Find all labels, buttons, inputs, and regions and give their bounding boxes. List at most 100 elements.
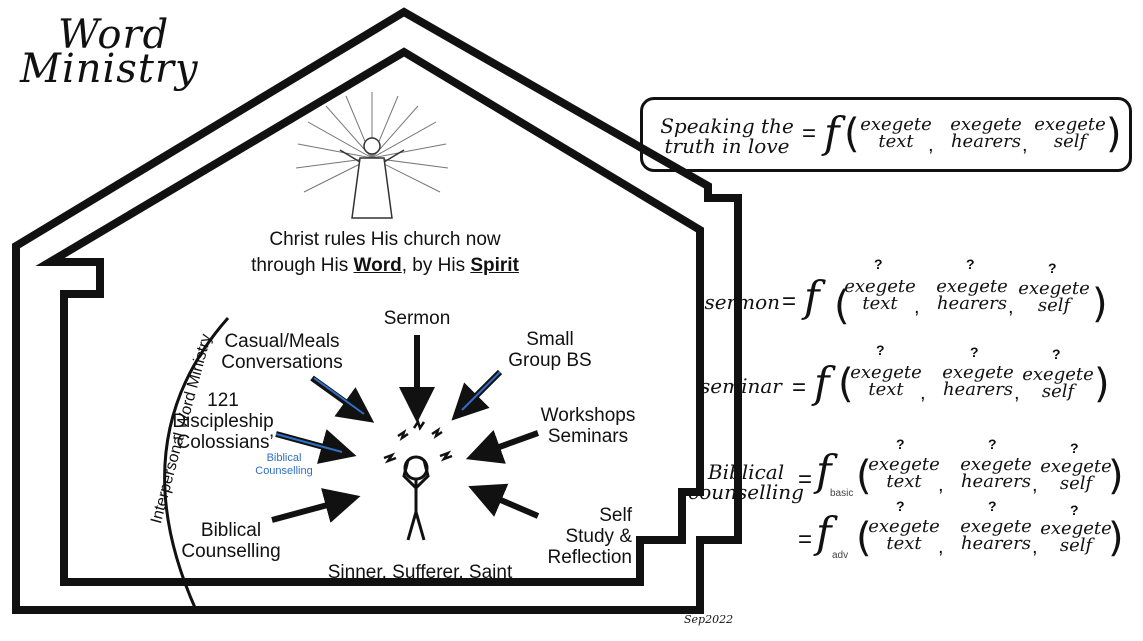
- formula-box: [640, 97, 1132, 172]
- close-paren: ): [1094, 361, 1110, 407]
- formula-biblical-label-2: counselling: [688, 480, 804, 504]
- formula-sermon-label: sermon: [704, 290, 780, 314]
- arg-hearers-value: hearers: [960, 533, 1032, 554]
- formula-biblical-label: Biblical counselling: [684, 462, 808, 502]
- interpersonal-arc: [163, 317, 230, 611]
- arg-exegete: exegete: [860, 114, 932, 135]
- node-person: Sinner, Sufferer, Saint: [327, 562, 513, 583]
- node-casual-l2: Conversations: [221, 352, 343, 373]
- f-symbol: f: [816, 508, 832, 557]
- arg-self-value: self: [1059, 535, 1093, 556]
- question-mark: ?: [1048, 260, 1057, 276]
- node-biblical-small-l2: Counselling: [255, 465, 313, 477]
- comma: ,: [1022, 134, 1028, 156]
- arg-exegete: exegete: [850, 362, 922, 383]
- arrow-casual-blue: [313, 377, 365, 415]
- arg-text-value: text: [862, 293, 898, 314]
- f-symbol: f: [814, 358, 830, 407]
- arg-text-value: text: [886, 533, 922, 554]
- arg-exegete: exegete: [950, 114, 1022, 135]
- arg-exegete: exegete: [1022, 364, 1094, 385]
- open-paren: (: [856, 453, 872, 499]
- arg-exegete: exegete: [868, 516, 940, 537]
- subscript-adv: adv: [832, 550, 849, 561]
- open-paren: (: [834, 283, 850, 329]
- comma: ,: [1032, 536, 1038, 558]
- formula-seminar-label: seminar: [700, 374, 782, 398]
- node-sermon: Sermon: [383, 308, 451, 329]
- eq-sign: =: [802, 120, 817, 147]
- center-line-1: Christ rules His church now: [269, 229, 501, 250]
- title-line-1: Word: [58, 12, 170, 58]
- arg-exegete: exegete: [1040, 518, 1112, 539]
- node-discipleship-l3: ‘Colossians’: [172, 432, 274, 453]
- node-biblical-small: Biblical Counselling: [246, 452, 322, 478]
- question-mark: ?: [966, 256, 975, 272]
- arg-hearers-value: hearers: [936, 293, 1008, 314]
- eq-sign: =: [782, 288, 797, 315]
- arg-hearers-value: hearers: [950, 131, 1022, 152]
- comma: ,: [938, 536, 944, 558]
- question-mark: ?: [896, 498, 905, 514]
- arg-exegete: exegete: [942, 362, 1014, 383]
- comma: ,: [920, 382, 926, 404]
- formula-box-lhs-1: Speaking the: [660, 114, 794, 138]
- node-discipleship-l1: 121: [207, 390, 239, 411]
- question-mark: ?: [1052, 346, 1061, 362]
- arrow-small-group-blue: [461, 371, 501, 411]
- arg-exegete: exegete: [1034, 114, 1106, 135]
- eq-sign: =: [792, 374, 807, 401]
- question-mark: ?: [1070, 440, 1079, 456]
- f-symbol: f: [824, 108, 840, 157]
- node-casual-l1: Casual/Meals: [224, 331, 340, 352]
- formula-box-lhs: Speaking the truth in love: [654, 116, 800, 156]
- node-discipleship: 121 Discipleship ‘Colossians’: [162, 390, 284, 453]
- node-biblical-counselling-l2: Counselling: [181, 541, 281, 562]
- node-workshops-l1: Workshops: [540, 405, 636, 426]
- close-paren: ): [1092, 281, 1108, 327]
- arg-exegete: exegete: [1040, 456, 1112, 477]
- node-small-group-l1: Small: [526, 329, 574, 350]
- center-word: Word: [353, 255, 402, 276]
- stick-figure: [402, 455, 430, 541]
- arg-text-value: text: [878, 131, 914, 152]
- arg-exegete: exegete: [960, 516, 1032, 537]
- arg-self-value: self: [1053, 131, 1087, 152]
- open-paren: (: [838, 361, 854, 407]
- open-paren: (: [844, 111, 860, 157]
- arrow-workshops: [465, 429, 540, 464]
- house-outline-inner: [35, 47, 704, 586]
- arg-text-value: text: [868, 379, 904, 400]
- arg-exegete: exegete: [844, 276, 916, 297]
- question-mark: ?: [874, 256, 883, 272]
- arg-hearers-value: hearers: [960, 471, 1032, 492]
- center-line-2: through His Word, by His Spirit: [240, 253, 530, 279]
- question-mark: ?: [970, 344, 979, 360]
- arg-self-value: self: [1037, 295, 1071, 316]
- node-self-study-l3: Reflection: [547, 547, 633, 568]
- node-biblical-counselling: Biblical Counselling: [172, 520, 290, 562]
- arrow-casual: [310, 375, 375, 423]
- comma: ,: [1014, 382, 1020, 404]
- title-line-2: Ministry: [20, 46, 199, 92]
- question-mark: ?: [988, 436, 997, 452]
- node-small-group-l2: Group BS: [508, 350, 592, 371]
- arg-self-value: self: [1059, 473, 1093, 494]
- open-paren: (: [856, 515, 872, 561]
- question-mark: ?: [876, 342, 885, 358]
- formula-biblical-label-1: Biblical: [707, 460, 785, 484]
